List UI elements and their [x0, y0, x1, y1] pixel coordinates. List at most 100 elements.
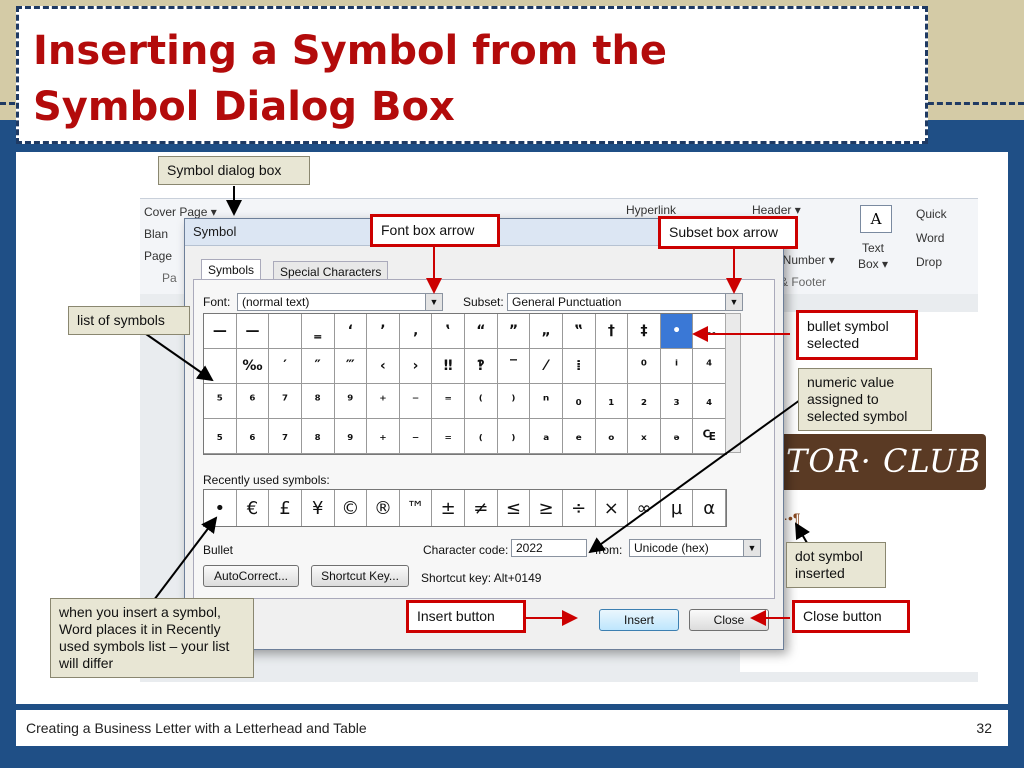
symbol-cell[interactable]: ‹	[367, 349, 400, 384]
symbol-cell[interactable]: ⁹	[334, 384, 368, 419]
symbol-cell[interactable]: ₐ	[530, 419, 563, 454]
symbol-cell[interactable]: ‽	[465, 349, 498, 384]
recent-symbol-cell[interactable]: ®	[367, 490, 400, 526]
close-button[interactable]: Close	[689, 609, 769, 631]
subset-combobox[interactable]: General Punctuation ▼	[507, 293, 743, 311]
symbol-cell[interactable]: ‰	[236, 349, 270, 384]
symbol-cell[interactable]: ₌	[432, 419, 465, 454]
cover-page-button[interactable]: Cover Page ▾	[144, 205, 217, 219]
font-combobox[interactable]: (normal text) ▼	[237, 293, 443, 311]
recent-symbol-cell[interactable]: ™	[400, 490, 433, 526]
autocorrect-button[interactable]: AutoCorrect...	[203, 565, 299, 587]
character-code-input[interactable]: 2022	[511, 539, 587, 557]
recent-symbol-cell[interactable]: ©	[335, 490, 368, 526]
symbol-cell[interactable]: ⁾	[497, 384, 531, 419]
symbol-cell[interactable]: ′	[269, 349, 302, 384]
symbol-cell[interactable]: ⁼	[432, 384, 465, 419]
symbol-cell[interactable]: ‟	[562, 314, 596, 349]
symbol-cell[interactable]: ₃	[660, 384, 694, 419]
drop-cap-button[interactable]: Drop	[916, 255, 943, 269]
hyperlink-button[interactable]: Hyperlink	[626, 203, 677, 217]
symbol-cell[interactable]: ₍	[465, 419, 498, 454]
symbol-cell[interactable]: „	[530, 314, 563, 349]
symbol-cell[interactable]: ⁵	[204, 384, 237, 419]
symbol-cell[interactable]: ⁽	[465, 384, 498, 419]
symbol-cell[interactable]: ₊	[367, 419, 400, 454]
symbol-cell[interactable]: ‴	[334, 349, 368, 384]
symbol-cell[interactable]: ₓ	[628, 419, 661, 454]
symbol-cell[interactable]: ₅	[204, 419, 237, 454]
symbol-cell[interactable]: ⁱ	[660, 349, 694, 384]
insert-button[interactable]: Insert	[599, 609, 679, 631]
symbol-cell[interactable]	[269, 314, 302, 349]
recent-symbol-cell[interactable]: •	[204, 490, 237, 526]
symbol-cell[interactable]: ₋	[399, 419, 433, 454]
symbol-cell[interactable]: ‛	[432, 314, 465, 349]
blank-page-button[interactable]: Blan	[144, 227, 169, 241]
recent-symbol-cell[interactable]: α	[693, 490, 726, 526]
recent-symbol-cell[interactable]: ×	[596, 490, 629, 526]
symbol-cell[interactable]: ‡	[628, 314, 661, 349]
tab-special-characters[interactable]: Special Characters	[273, 261, 389, 282]
symbol-cell[interactable]: ₈	[301, 419, 335, 454]
symbol-cell[interactable]: ₔ	[660, 419, 694, 454]
symbol-cell[interactable]: ₁	[595, 384, 629, 419]
symbol-cell[interactable]: ‚	[399, 314, 433, 349]
symbol-cell[interactable]: ‘	[334, 314, 368, 349]
quick-parts-button[interactable]: Quick	[916, 207, 947, 221]
symbol-cell[interactable]: †	[595, 314, 629, 349]
page-break-button[interactable]: Page	[144, 249, 173, 263]
recent-symbol-cell[interactable]: ÷	[563, 490, 596, 526]
symbol-cell[interactable]: ⁞	[562, 349, 596, 384]
recent-symbol-cell[interactable]: ≤	[498, 490, 531, 526]
recent-symbol-cell[interactable]: €	[237, 490, 270, 526]
shortcut-key-button[interactable]: Shortcut Key...	[311, 565, 409, 587]
from-dropdown-arrow-icon[interactable]: ▼	[743, 540, 760, 556]
text-box-label-line2[interactable]: Box ▾	[858, 257, 889, 271]
symbol-cell[interactable]: ⁿ	[530, 384, 563, 419]
symbol-cell-selected[interactable]: •	[660, 314, 694, 349]
symbol-cell[interactable]	[204, 349, 237, 384]
symbol-cell[interactable]: ›	[399, 349, 433, 384]
symbol-cell[interactable]: ₎	[497, 419, 531, 454]
symbol-cell[interactable]: ₒ	[595, 419, 629, 454]
symbol-cell[interactable]: ⁸	[301, 384, 335, 419]
symbol-cell[interactable]	[595, 349, 629, 384]
symbol-cell[interactable]: ⁻	[399, 384, 433, 419]
symbol-cell[interactable]: “	[465, 314, 498, 349]
symbol-cell[interactable]: ₇	[269, 419, 302, 454]
header-button[interactable]: Header ▾	[752, 203, 801, 217]
from-combobox[interactable]: Unicode (hex) ▼	[629, 539, 761, 557]
tab-symbols[interactable]: Symbols	[201, 259, 262, 280]
font-dropdown-arrow-icon[interactable]: ▼	[425, 294, 442, 310]
symbol-cell[interactable]: —	[204, 314, 237, 349]
symbol-cell[interactable]: ₉	[334, 419, 368, 454]
symbol-cell[interactable]: ₀	[562, 384, 596, 419]
recent-symbol-cell[interactable]: ≠	[465, 490, 498, 526]
recent-symbol-cell[interactable]: £	[269, 490, 302, 526]
symbol-cell[interactable]: ’	[367, 314, 400, 349]
symbol-cell[interactable]: ₆	[236, 419, 270, 454]
symbol-cell[interactable]: —	[236, 314, 270, 349]
symbol-cell[interactable]: ₂	[628, 384, 661, 419]
symbol-cell[interactable]: ‼	[432, 349, 465, 384]
symbol-grid-scrollbar[interactable]	[725, 313, 741, 453]
recent-symbol-cell[interactable]: ±	[432, 490, 465, 526]
symbol-cell[interactable]: ⁄	[530, 349, 563, 384]
symbol-cell[interactable]: ⁰	[628, 349, 661, 384]
wordart-button[interactable]: Word	[916, 231, 945, 245]
symbol-cell[interactable]: ”	[497, 314, 531, 349]
recent-symbol-cell[interactable]: µ	[661, 490, 694, 526]
recent-symbol-cell[interactable]: ∞	[628, 490, 661, 526]
symbol-cell[interactable]: ⁷	[269, 384, 302, 419]
symbol-cell[interactable]: ‗	[301, 314, 335, 349]
subset-dropdown-arrow-icon[interactable]: ▼	[725, 294, 742, 310]
symbol-cell[interactable]: ⁶	[236, 384, 270, 419]
text-box-label-line1[interactable]: Text	[862, 241, 885, 255]
symbol-cell[interactable]: ₑ	[562, 419, 596, 454]
recent-symbol-cell[interactable]: ¥	[302, 490, 335, 526]
symbol-cell[interactable]: ″	[301, 349, 335, 384]
recent-symbol-cell[interactable]: ≥	[530, 490, 563, 526]
symbol-cell[interactable]: ⁺	[367, 384, 400, 419]
symbol-cell[interactable]: ‾	[497, 349, 531, 384]
